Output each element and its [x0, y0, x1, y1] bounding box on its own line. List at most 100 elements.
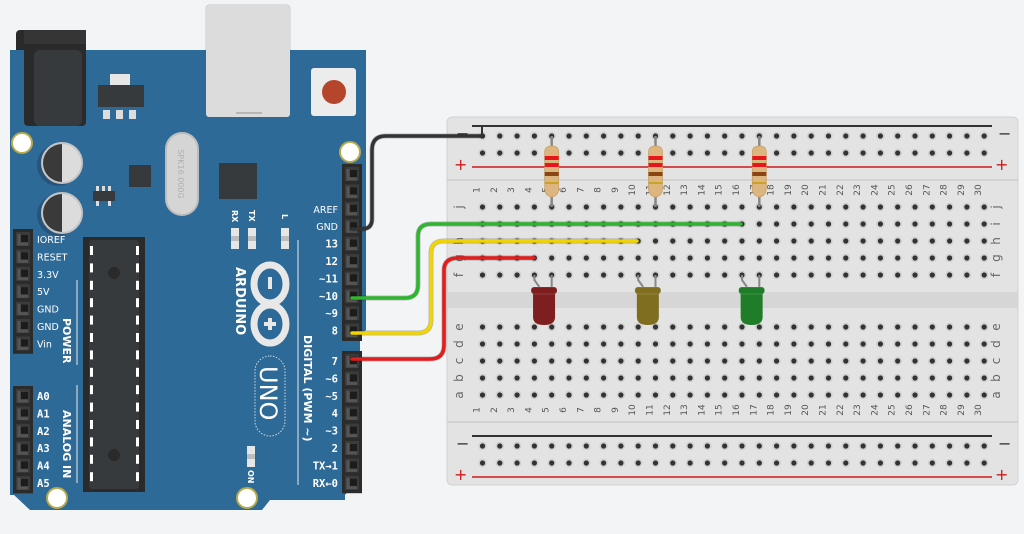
breadboard-hole[interactable] [928, 253, 937, 263]
breadboard-hole[interactable] [876, 373, 885, 383]
breadboard-hole[interactable] [824, 253, 833, 263]
arduino-board[interactable]: SPK16.000G RX TX L ON [10, 4, 366, 510]
breadboard-hole[interactable] [824, 322, 833, 332]
wire-yellow[interactable] [349, 238, 640, 336]
breadboard-hole[interactable] [530, 390, 539, 400]
breadboard-hole[interactable] [616, 339, 626, 349]
breadboard-hole[interactable] [807, 458, 816, 468]
breadboard-hole[interactable] [789, 339, 799, 349]
breadboard-hole[interactable] [512, 356, 522, 366]
breadboard-hole[interactable] [755, 373, 764, 383]
breadboard-hole[interactable] [547, 339, 556, 349]
breadboard-hole[interactable] [962, 219, 972, 229]
breadboard-hole[interactable] [685, 202, 695, 212]
breadboard-hole[interactable] [876, 270, 885, 280]
breadboard-hole[interactable] [495, 458, 504, 468]
breadboard-hole[interactable] [582, 356, 591, 366]
breadboard-hole[interactable] [564, 131, 574, 141]
breadboard-hole[interactable] [772, 236, 781, 246]
breadboard-hole[interactable] [945, 339, 954, 349]
breadboard-hole[interactable] [737, 253, 747, 263]
pin-33V[interactable] [16, 266, 30, 281]
breadboard-hole[interactable] [928, 236, 937, 246]
breadboard-hole[interactable] [495, 339, 504, 349]
breadboard-hole[interactable] [634, 390, 643, 400]
led-yellow[interactable] [634, 275, 662, 325]
breadboard-hole[interactable] [478, 356, 487, 366]
breadboard-hole[interactable] [582, 148, 591, 158]
breadboard-hole[interactable] [737, 390, 747, 400]
pin-13[interactable] [345, 236, 359, 251]
breadboard-hole[interactable] [530, 339, 539, 349]
breadboard-hole[interactable] [789, 441, 799, 451]
breadboard-hole[interactable] [910, 356, 920, 366]
breadboard-hole[interactable] [495, 270, 504, 280]
breadboard-hole[interactable] [772, 148, 781, 158]
breadboard-hole[interactable] [858, 356, 868, 366]
breadboard-hole[interactable] [807, 270, 816, 280]
breadboard-hole[interactable] [980, 339, 989, 349]
breadboard-hole[interactable] [962, 373, 972, 383]
breadboard-hole[interactable] [945, 236, 954, 246]
pin-A2[interactable] [16, 423, 30, 438]
breadboard-hole[interactable] [945, 219, 954, 229]
pin-6[interactable] [345, 371, 359, 386]
breadboard-hole[interactable] [599, 390, 608, 400]
breadboard-hole[interactable] [876, 236, 885, 246]
wire-red[interactable] [349, 255, 537, 362]
breadboard-hole[interactable] [512, 202, 522, 212]
breadboard-hole[interactable] [512, 458, 522, 468]
breadboard-hole[interactable] [807, 373, 816, 383]
breadboard-hole[interactable] [858, 441, 868, 451]
breadboard-hole[interactable] [807, 253, 816, 263]
breadboard-hole[interactable] [737, 148, 747, 158]
breadboard-hole[interactable] [772, 219, 781, 229]
breadboard-hole[interactable] [651, 458, 660, 468]
breadboard-hole[interactable] [910, 148, 920, 158]
breadboard-hole[interactable] [530, 356, 539, 366]
breadboard-hole[interactable] [841, 373, 850, 383]
breadboard-hole[interactable] [720, 356, 729, 366]
breadboard-hole[interactable] [980, 202, 989, 212]
breadboard-hole[interactable] [807, 356, 816, 366]
breadboard-hole[interactable] [478, 458, 487, 468]
breadboard-hole[interactable] [703, 202, 712, 212]
breadboard-hole[interactable] [512, 373, 522, 383]
breadboard-hole[interactable] [876, 390, 885, 400]
pin-A5[interactable] [16, 476, 30, 490]
breadboard-hole[interactable] [841, 202, 850, 212]
breadboard-hole[interactable] [841, 441, 850, 451]
breadboard-hole[interactable] [547, 441, 556, 451]
breadboard-hole[interactable] [962, 236, 972, 246]
breadboard-hole[interactable] [962, 441, 972, 451]
breadboard-hole[interactable] [720, 131, 729, 141]
breadboard-hole[interactable] [720, 390, 729, 400]
breadboard-hole[interactable] [720, 202, 729, 212]
breadboard-hole[interactable] [495, 148, 504, 158]
breadboard-hole[interactable] [564, 270, 574, 280]
breadboard-hole[interactable] [980, 458, 989, 468]
breadboard-hole[interactable] [512, 322, 522, 332]
breadboard-hole[interactable] [772, 270, 781, 280]
breadboard-hole[interactable] [616, 253, 626, 263]
breadboard-hole[interactable] [962, 339, 972, 349]
breadboard-hole[interactable] [789, 148, 799, 158]
breadboard-hole[interactable] [824, 390, 833, 400]
breadboard-hole[interactable] [910, 253, 920, 263]
breadboard-hole[interactable] [807, 339, 816, 349]
breadboard-hole[interactable] [928, 390, 937, 400]
breadboard-hole[interactable] [893, 458, 902, 468]
breadboard-hole[interactable] [685, 270, 695, 280]
breadboard-hole[interactable] [841, 458, 850, 468]
breadboard-hole[interactable] [980, 270, 989, 280]
breadboard-hole[interactable] [530, 373, 539, 383]
breadboard-hole[interactable] [737, 339, 747, 349]
breadboard-hole[interactable] [893, 373, 902, 383]
breadboard-hole[interactable] [772, 373, 781, 383]
breadboard-hole[interactable] [962, 356, 972, 366]
breadboard-hole[interactable] [582, 441, 591, 451]
breadboard-hole[interactable] [616, 441, 626, 451]
breadboard-hole[interactable] [945, 148, 954, 158]
breadboard-hole[interactable] [980, 219, 989, 229]
breadboard-hole[interactable] [755, 356, 764, 366]
